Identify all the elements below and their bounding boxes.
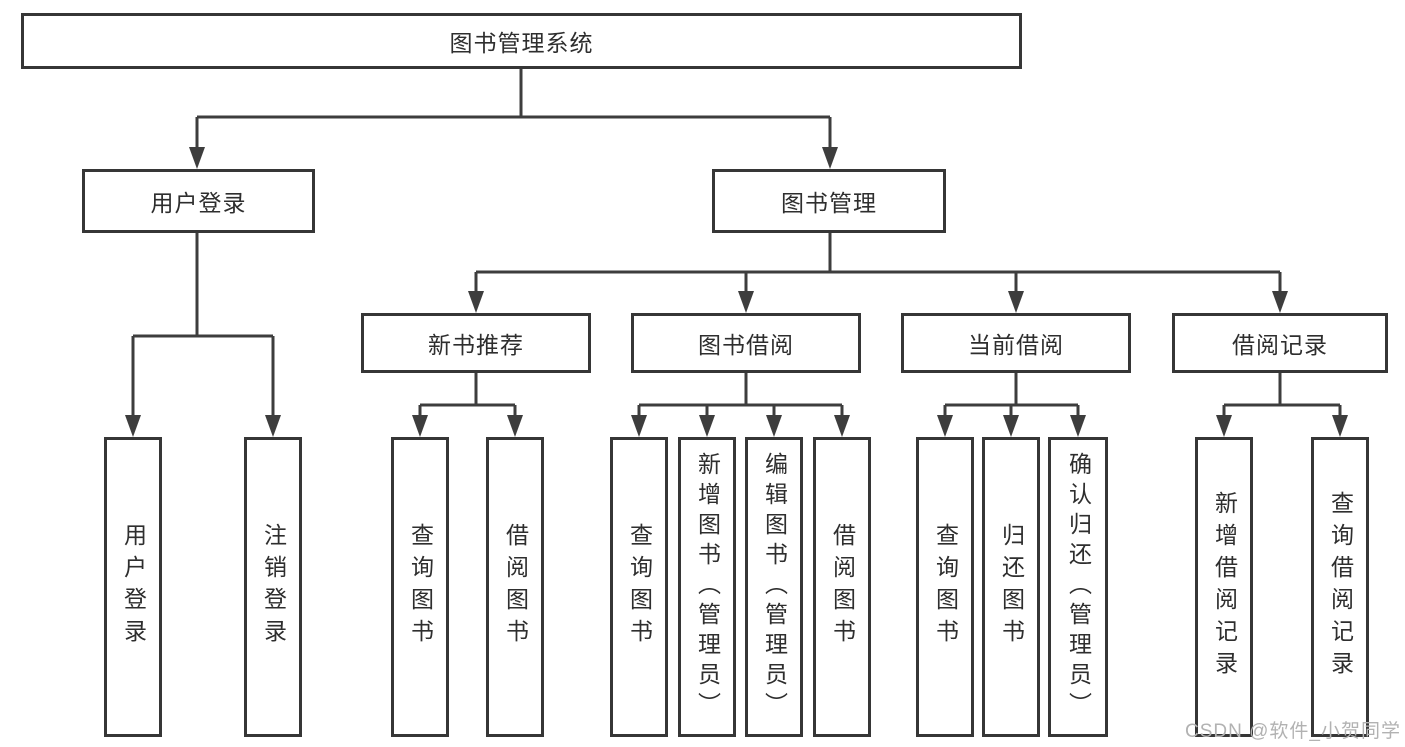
leaf-logout: 注销登录	[244, 437, 302, 737]
leaf-borrow-books-recommend: 借阅图书	[486, 437, 544, 737]
leaf-edit-books-admin: 编辑图书（管理员）	[745, 437, 803, 737]
watermark: CSDN @软件_小贺同学	[1185, 721, 1401, 742]
leaf-user-login: 用户登录	[104, 437, 162, 737]
leaf-query-books-recommend: 查询图书	[391, 437, 449, 737]
node-book-management-group: 图书管理	[712, 169, 946, 233]
leaf-query-books-current: 查询图书	[916, 437, 974, 737]
node-book-borrowing: 图书借阅	[631, 313, 861, 373]
leaf-borrow-books-borrowing: 借阅图书	[813, 437, 871, 737]
leaf-add-borrow-record: 新增借阅记录	[1195, 437, 1253, 737]
leaf-query-books-borrowing: 查询图书	[610, 437, 668, 737]
leaf-query-borrow-record: 查询借阅记录	[1311, 437, 1369, 737]
node-new-book-recommendation: 新书推荐	[361, 313, 591, 373]
leaf-confirm-return-admin: 确认归还（管理员）	[1048, 437, 1108, 737]
node-current-borrowing: 当前借阅	[901, 313, 1131, 373]
leaf-return-books: 归还图书	[982, 437, 1040, 737]
leaf-add-books-admin: 新增图书（管理员）	[678, 437, 736, 737]
node-borrowing-records: 借阅记录	[1172, 313, 1388, 373]
node-user-login-group: 用户登录	[82, 169, 315, 233]
node-library-management-system: 图书管理系统	[21, 13, 1022, 69]
